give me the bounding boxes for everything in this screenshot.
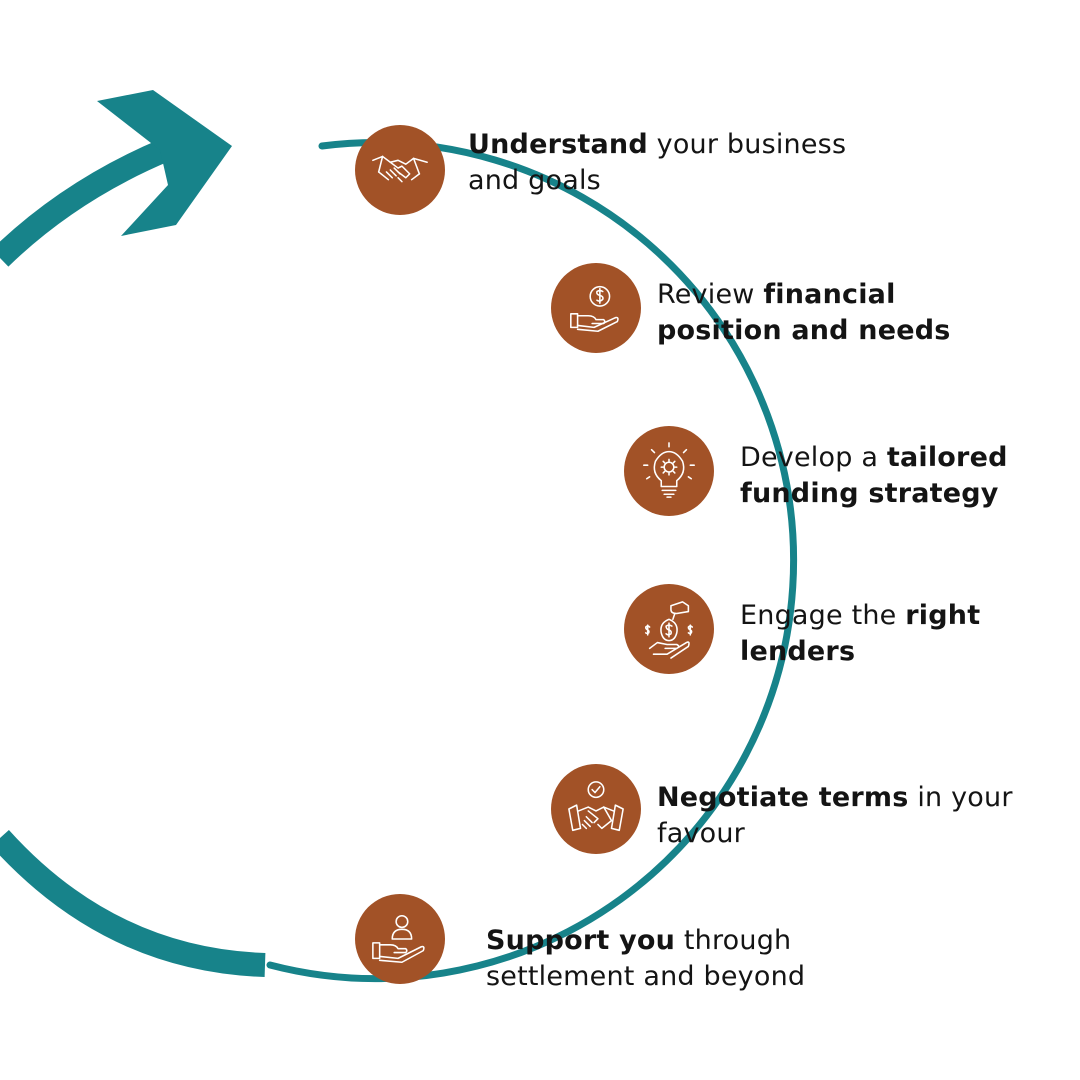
step-6-text: Support you through settlement and beyon…: [486, 923, 805, 995]
step-6-line-1-seg-1: Support you: [486, 925, 676, 956]
step-1-line-1-seg-2: your business: [647, 129, 847, 160]
hand-person-icon: [372, 914, 425, 964]
handshake-icon: [372, 155, 428, 183]
step-1-line-1: Understand your business: [468, 127, 846, 163]
cycle-arrowhead-icon: [97, 90, 232, 236]
step-4-line-1: Engage the right: [740, 598, 980, 634]
handshake-check-icon: [568, 781, 624, 832]
step-5-text: Negotiate terms in your favour: [657, 780, 1013, 852]
step-2-text: Review financial position and needs: [657, 277, 951, 349]
money-exchange-icon: [644, 601, 694, 659]
step-5-badge: [551, 764, 641, 854]
step-6-badge: [355, 894, 445, 984]
step-1-text: Understand your business and goals: [468, 127, 846, 199]
lightbulb-gear-icon: [643, 442, 695, 498]
step-4-line-1-seg-2: right: [905, 600, 981, 631]
step-3-line-1-seg-1: Develop a: [740, 442, 887, 473]
step-6-line-2: settlement and beyond: [486, 959, 805, 995]
step-4-line-2: lenders: [740, 634, 980, 670]
connector-arc: [266, 139, 798, 983]
step-4-badge: [624, 584, 714, 674]
step-2-line-1-seg-1: Review: [657, 279, 764, 310]
step-2-badge: [551, 263, 641, 353]
step-3-line-2: funding strategy: [740, 476, 1008, 512]
step-2-line-1: Review financial: [657, 277, 951, 313]
step-5-line-2: favour: [657, 816, 1013, 852]
step-4-text: Engage the right lenders: [740, 598, 980, 670]
step-1-line-2: and goals: [468, 163, 846, 199]
step-6-line-1-seg-2: through: [675, 925, 792, 956]
step-3-text: Develop a tailored funding strategy: [740, 440, 1008, 512]
step-1-line-1-seg-1: Understand: [468, 129, 648, 160]
step-5-line-1: Negotiate terms in your: [657, 780, 1013, 816]
step-1-badge: [355, 125, 445, 215]
step-4-line-1-seg-1: Engage the: [740, 600, 906, 631]
step-6-line-1: Support you through: [486, 923, 805, 959]
step-6-line-2-seg-1: settlement and beyond: [486, 961, 806, 992]
step-1-line-2-seg-1: and goals: [468, 165, 601, 196]
step-2-line-2-seg-1: position and needs: [657, 315, 951, 346]
step-5-line-2-seg-1: favour: [657, 818, 745, 849]
step-3-line-1: Develop a tailored: [740, 440, 1008, 476]
step-2-line-1-seg-2: financial: [763, 279, 896, 310]
step-3-badge: [624, 426, 714, 516]
step-5-line-1-seg-2: in your: [908, 782, 1013, 813]
step-2-line-2: position and needs: [657, 313, 951, 349]
step-5-line-1-seg-1: Negotiate terms: [657, 782, 909, 813]
step-3-line-2-seg-1: funding strategy: [740, 478, 999, 509]
cycle-arc-thick: [0, 138, 266, 977]
hand-coin-icon: [570, 285, 619, 333]
step-3-line-1-seg-2: tailored: [886, 442, 1008, 473]
step-4-line-2-seg-1: lenders: [740, 636, 856, 667]
